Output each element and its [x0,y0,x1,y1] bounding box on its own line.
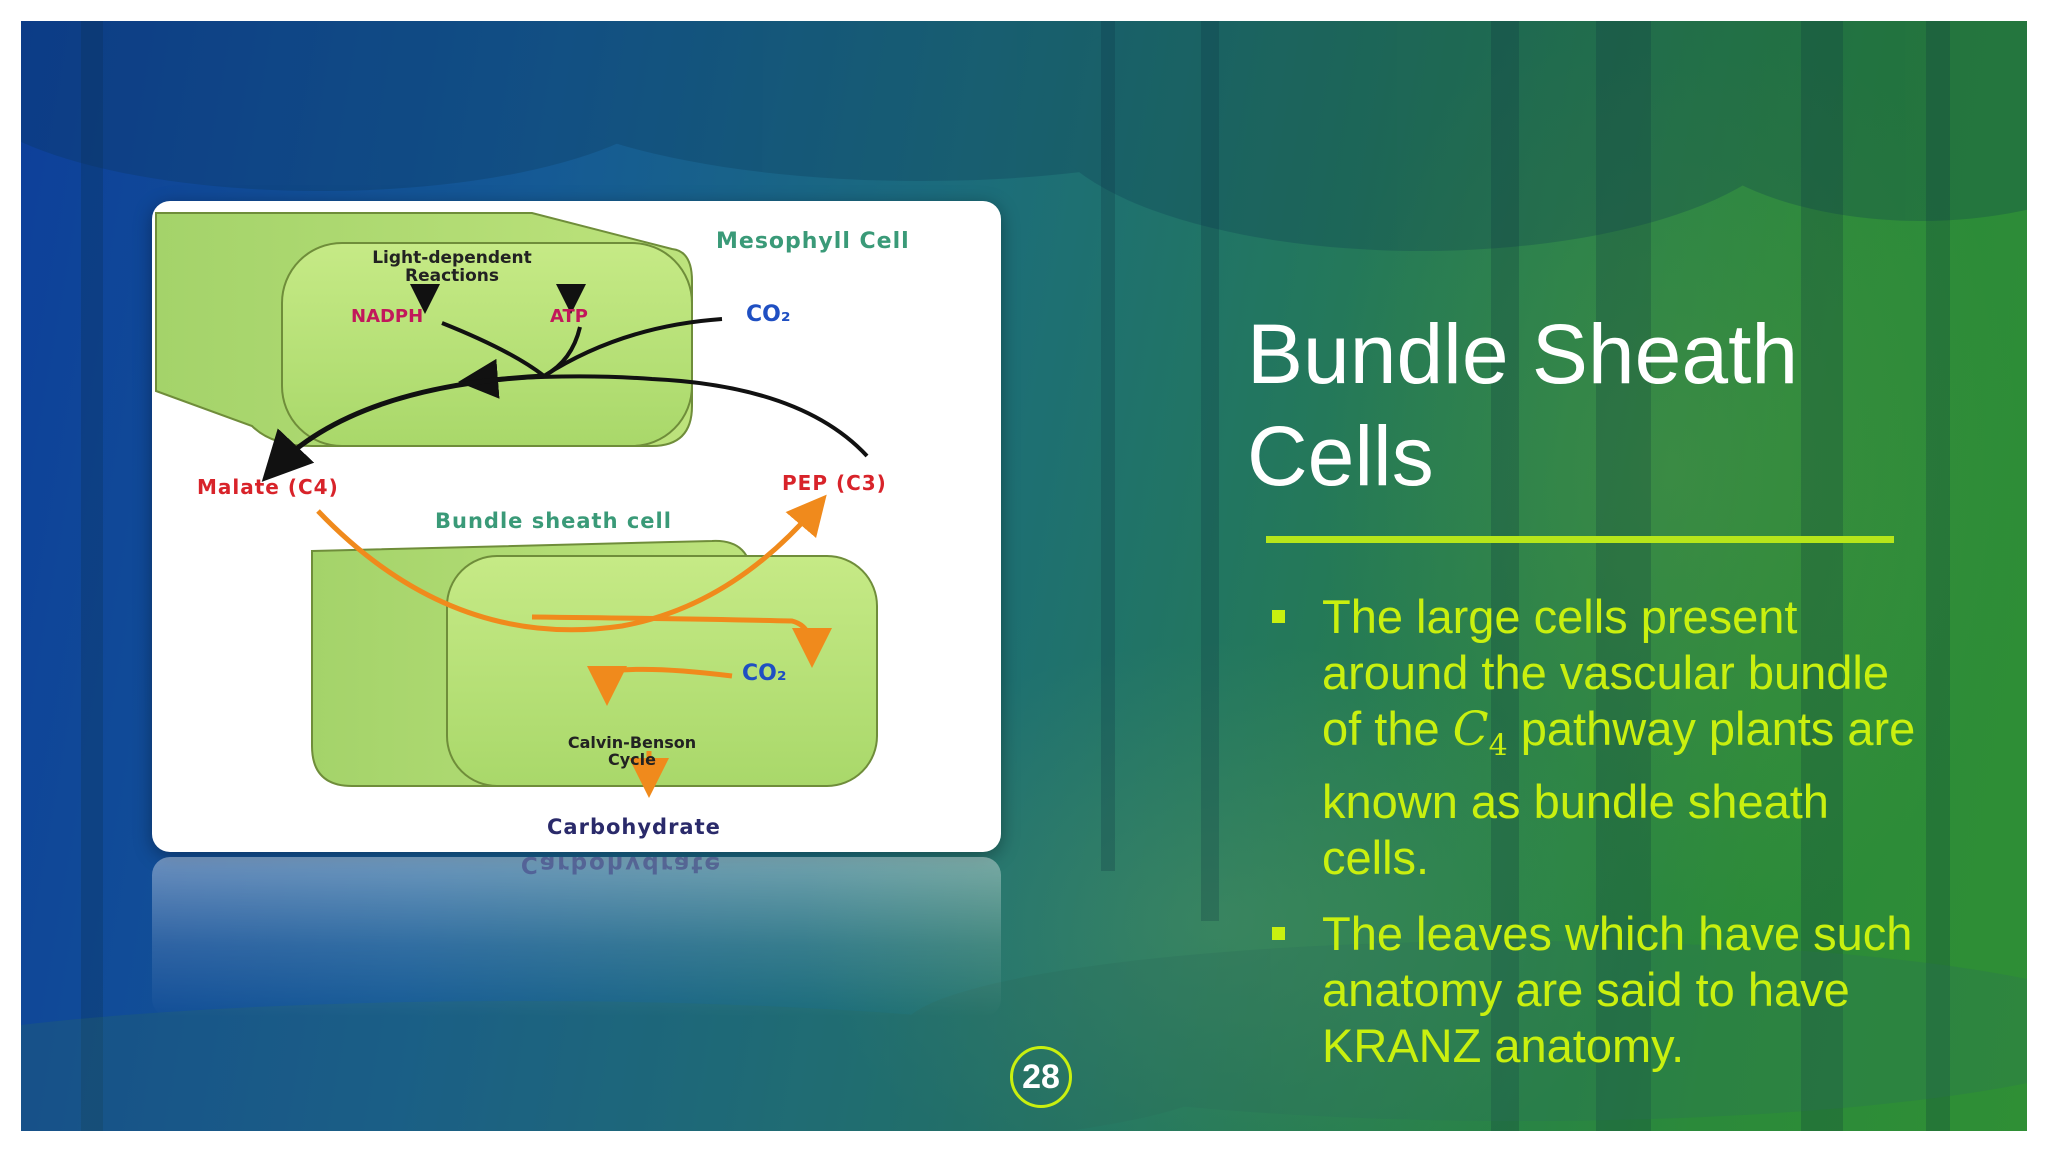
bullet-square-icon [1272,927,1285,941]
pep-label: PEP (C3) [782,471,887,495]
slide-title: Bundle Sheath Cells [1247,303,1967,507]
page-number: 28 [1010,1046,1072,1108]
c4-base: C [1452,702,1489,757]
reflection-text: Carbohydrate [520,857,723,877]
diagram-reflection: Carbohydrate [152,857,1001,1017]
c4-subscript: 4 [1488,728,1508,764]
bullet-text-1b: pathway plants are known as bundle sheat… [1322,702,1916,885]
bundle-sheath-label: Bundle sheath cell [435,509,672,533]
light-dependent-label: Light-dependent Reactions [342,249,562,285]
bullet-square-icon [1272,610,1285,623]
co2-top-label: CO₂ [746,302,791,327]
malate-label: Malate (C4) [197,475,339,499]
bullet-text-1a: The large cells present around the vascu… [1322,590,1890,755]
c4-pathway-diagram: Mesophyll Cell Light-dependent Reactions… [152,201,1001,852]
c4-math: C4 [1452,702,1508,763]
mesophyll-cell-label: Mesophyll Cell [716,229,910,254]
atp-label: ATP [550,306,589,327]
title-underline [1266,536,1894,543]
title-line-1: Bundle Sheath [1247,307,1799,401]
nadph-label: NADPH [351,306,424,327]
bullet-item: The large cells present around the vascu… [1266,589,1926,886]
diagram-graphic [155,212,878,798]
light-dependent-line1: Light-dependent [372,248,532,268]
calvin-line1: Calvin-Benson [567,733,697,752]
light-dependent-line2: Reactions [404,266,500,286]
calvin-cycle-label: Calvin-Benson Cycle [532,734,732,768]
forest-background [21,21,2027,1131]
bullet-list: The large cells present around the vascu… [1266,589,1926,1074]
bullet-text-2: The leaves which have such anatomy are s… [1322,907,1913,1073]
carbohydrate-label: Carbohydrate [547,815,721,839]
co2-inner-label: CO₂ [742,661,787,686]
slide: Mesophyll Cell Light-dependent Reactions… [21,21,2027,1131]
title-line-2: Cells [1247,409,1434,503]
bullet-item: The leaves which have such anatomy are s… [1266,906,1926,1074]
calvin-line2: Cycle [608,750,656,769]
